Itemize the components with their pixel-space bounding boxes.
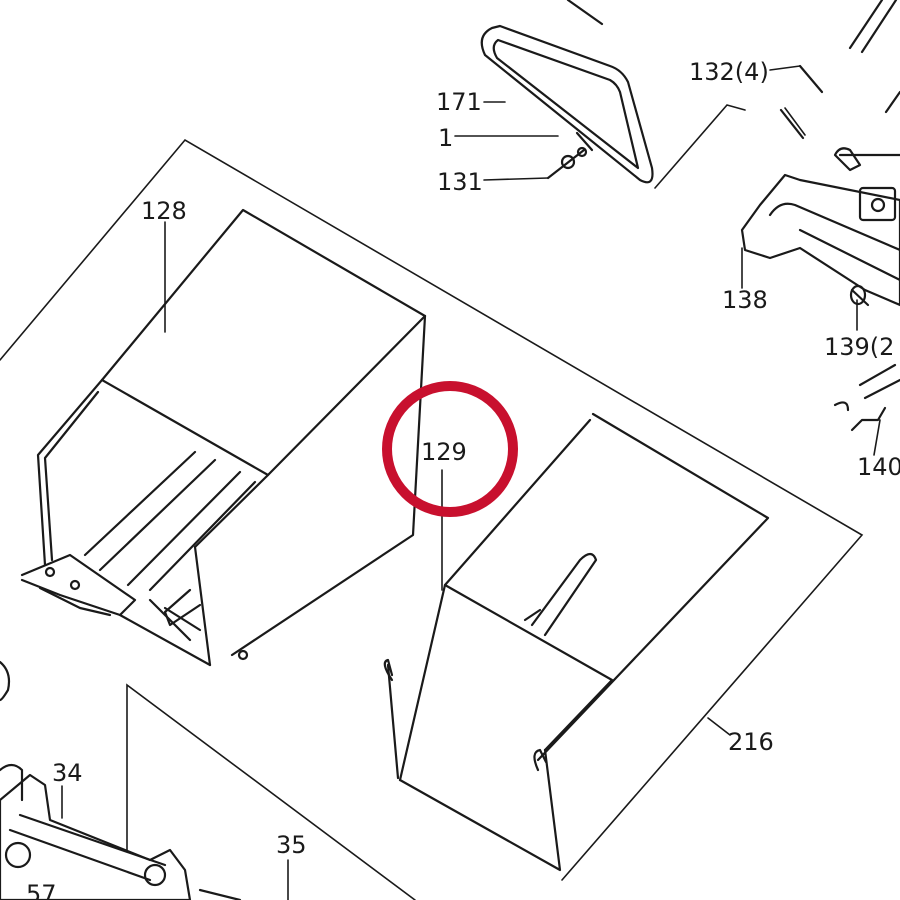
label-140: 140 — [857, 453, 900, 481]
handle-panel — [126, 683, 416, 900]
label-132: 132(4) — [689, 58, 769, 86]
part-labels: 128 129 216 171 1 131 132(4) 138 139(2 1… — [26, 58, 900, 900]
label-1: 1 — [438, 124, 453, 152]
grass-bag-panel — [0, 138, 864, 881]
label-139: 139(2 — [824, 333, 894, 361]
chute-part — [0, 763, 242, 900]
label-128: 128 — [141, 197, 187, 225]
leader-lines — [61, 65, 881, 900]
top-right-bar-part — [566, 0, 900, 114]
label-34: 34 — [52, 759, 83, 787]
label-57: 57 — [26, 880, 57, 900]
left-edge-part — [0, 660, 11, 702]
pin-part — [779, 64, 824, 140]
label-138: 138 — [722, 286, 768, 314]
label-129: 129 — [421, 438, 467, 466]
label-171: 171 — [436, 88, 482, 116]
control-assembly-part — [740, 147, 900, 432]
highlight-circle — [382, 381, 518, 517]
wire-frame-part — [383, 412, 770, 872]
bag-cover-part — [20, 208, 427, 667]
label-35: 35 — [276, 831, 307, 859]
label-131: 131 — [437, 168, 483, 196]
label-216: 216 — [728, 728, 774, 756]
door-part — [480, 24, 654, 184]
